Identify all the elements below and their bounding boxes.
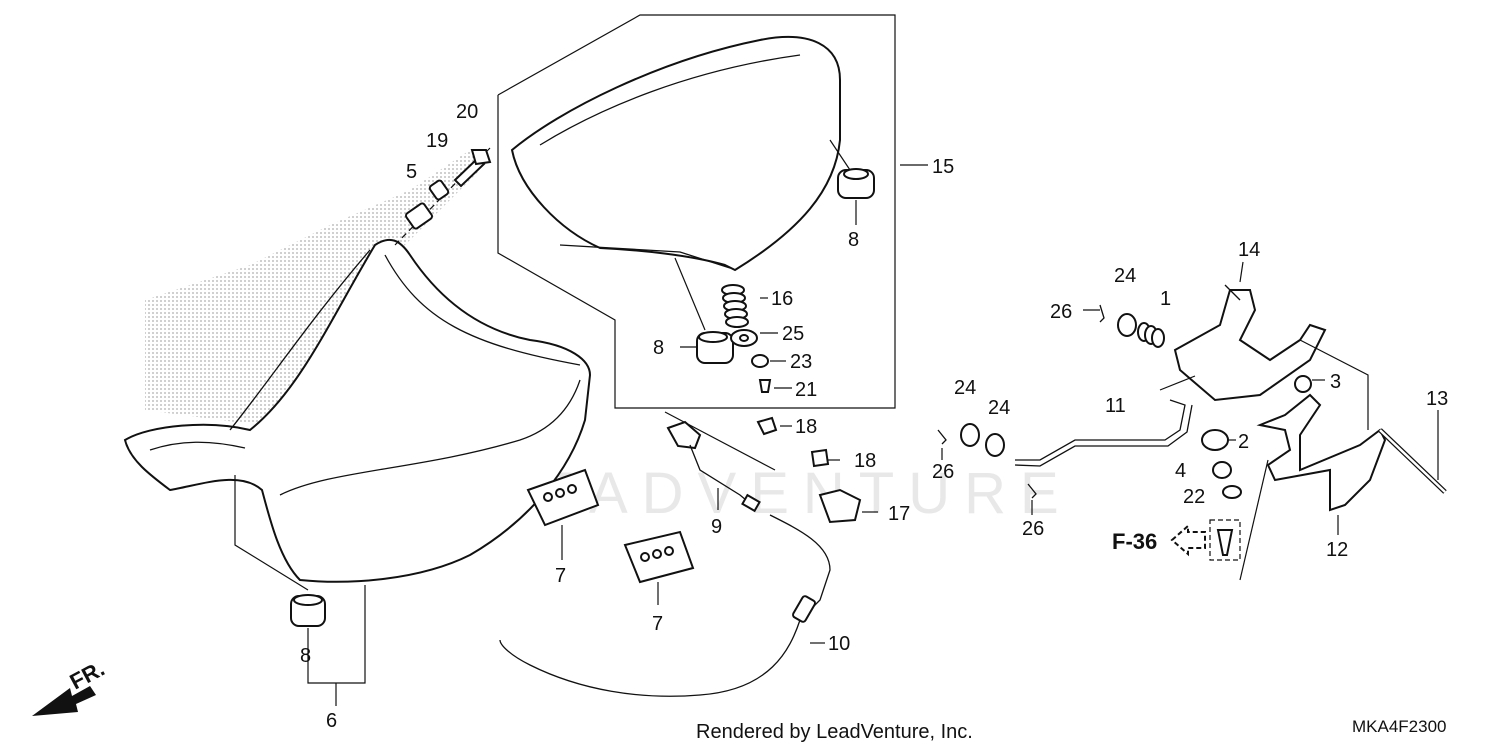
lock-parts [394, 147, 492, 246]
callout-15: 15 [932, 156, 954, 178]
callout-17: 17 [888, 503, 910, 525]
callout-8b: 8 [653, 337, 664, 359]
collar-5 [405, 202, 433, 230]
hook-12 [1256, 393, 1387, 512]
callout-7a: 7 [555, 565, 566, 587]
callout-26a: 26 [1050, 301, 1072, 323]
callout-26c: 26 [1022, 518, 1044, 540]
callout-24c: 24 [1114, 265, 1136, 287]
callout-24b: 24 [988, 397, 1010, 419]
callout-1: 1 [1160, 288, 1171, 310]
callout-24a: 24 [954, 377, 976, 399]
front-arrow [32, 686, 96, 716]
latch-17 [818, 488, 862, 524]
callout-22: 22 [1183, 486, 1205, 508]
clip-26b [1027, 483, 1037, 499]
blocks-7 [526, 468, 695, 605]
bolt-18a [756, 416, 778, 436]
callout-19: 19 [426, 130, 448, 152]
rod-11 [1015, 399, 1186, 461]
callout-23: 23 [790, 351, 812, 373]
bolt-dashed-box [1209, 519, 1241, 561]
nut-23 [751, 354, 769, 368]
callout-18a: 18 [795, 416, 817, 438]
washer-19 [428, 179, 450, 201]
callout-26b: 26 [932, 461, 954, 483]
rider-seat [123, 238, 592, 583]
rider-seat-group [123, 238, 592, 706]
callout-10: 10 [828, 633, 850, 655]
bolt-20 [453, 156, 486, 188]
callout-3: 3 [1330, 371, 1341, 393]
rod-parts [937, 304, 1193, 515]
pillion-group-outline [497, 14, 896, 409]
callout-6: 6 [326, 710, 337, 732]
block-7a [526, 468, 600, 527]
callout-20: 20 [456, 101, 478, 123]
bracket-parts [1137, 261, 1447, 535]
seat-lock-parts [499, 411, 878, 697]
pillion-seat [510, 35, 841, 272]
footer-text: Rendered by LeadVenture, Inc. [696, 721, 973, 743]
collar-4 [1212, 461, 1232, 479]
callout-9: 9 [711, 516, 722, 538]
callout-18b: 18 [854, 450, 876, 472]
arrow-left-icon [1170, 523, 1206, 557]
reference-f36 [1170, 459, 1269, 581]
cable-10 [499, 514, 831, 697]
callout-labels: 1 2 3 4 5 6 7 7 8 8 8 9 10 11 12 13 14 1… [300, 101, 1448, 732]
front-label: FR. [66, 656, 109, 695]
callout-12: 12 [1326, 539, 1348, 561]
callout-11: 11 [1105, 395, 1126, 417]
washer-24a [960, 423, 980, 447]
callout-8a: 8 [848, 229, 859, 251]
callout-8c: 8 [300, 645, 311, 667]
nut-3 [1294, 375, 1312, 393]
screw-21 [758, 379, 772, 393]
callout-4: 4 [1175, 460, 1186, 482]
callout-25: 25 [782, 323, 804, 345]
front-arrow-icon [32, 686, 96, 716]
callout-7b: 7 [652, 613, 663, 635]
bolt-18b [810, 448, 830, 468]
pillion-seat-group [497, 14, 896, 409]
callout-2: 2 [1238, 431, 1249, 453]
spring-1 [1137, 322, 1165, 348]
clip-26c [1099, 304, 1105, 323]
collar-2 [1201, 429, 1229, 451]
callout-13: 13 [1426, 388, 1448, 410]
spring-16 [721, 284, 749, 328]
diagram-code: MKA4F2300 [1352, 717, 1447, 736]
callout-21: 21 [795, 379, 817, 401]
seat-lock-9 [666, 420, 702, 450]
reference-label: F-36 [1112, 529, 1157, 554]
callout-5: 5 [406, 161, 417, 183]
callout-14: 14 [1238, 239, 1260, 261]
nut-22 [1222, 485, 1242, 499]
callout-16: 16 [771, 288, 793, 310]
clip-26a [937, 429, 947, 445]
washer-24c [1117, 313, 1137, 337]
washer-24b [985, 433, 1005, 457]
